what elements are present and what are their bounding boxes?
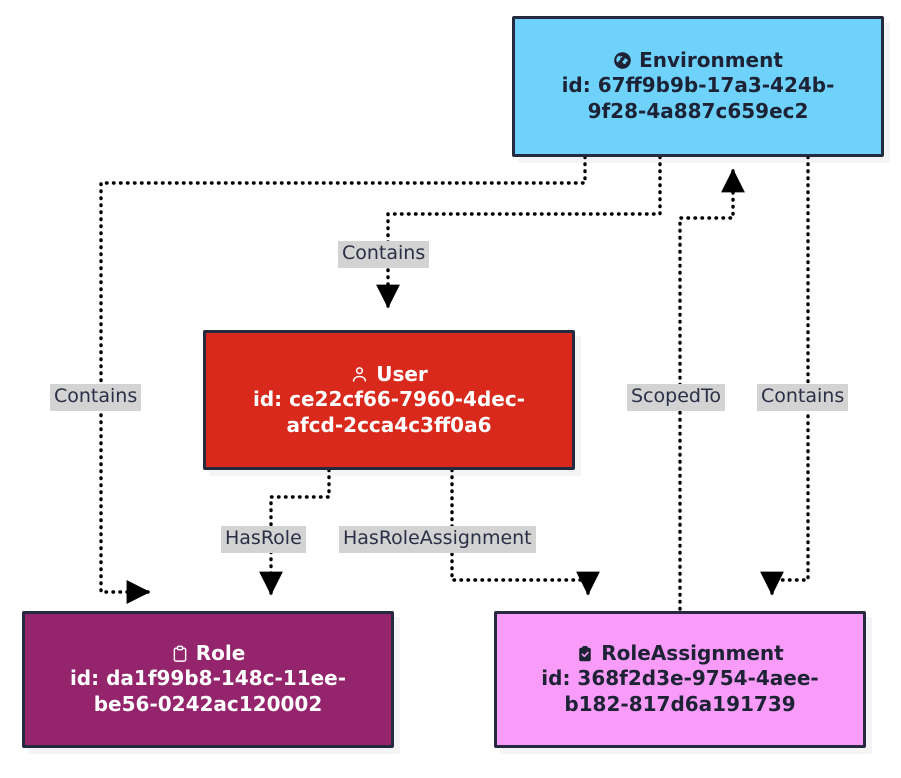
node-user-id-line2: afcd-2cca4c3ff0a6 [286, 412, 492, 437]
node-roleassignment-id-line2: b182-817d6a191739 [564, 692, 796, 716]
node-environment-label: Environment [639, 48, 783, 73]
edge-env-contains-user [386, 155, 662, 307]
node-role[interactable]: Role id: da1f99b8-148c-11ee- be56-0242ac… [22, 611, 394, 748]
node-roleassignment[interactable]: RoleAssignment id: 368f2d3e-9754-4aee- b… [494, 611, 866, 748]
node-environment-id-line1: id: 67ff9b9b-17a3-424b- [561, 73, 835, 98]
globe-icon [613, 51, 632, 70]
edge-label-ra-scopedto-env: ScopedTo [627, 384, 725, 411]
edge-label-env-contains-ra: Contains [757, 384, 849, 411]
node-role-title: Role [171, 641, 246, 666]
node-roleassignment-label: RoleAssignment [601, 641, 784, 666]
node-user-id-line1: id: ce22cf66-7960-4dec- [253, 386, 525, 411]
node-environment[interactable]: Environment id: 67ff9b9b-17a3-424b- 9f28… [512, 16, 884, 157]
node-user-label: User [376, 361, 428, 386]
person-icon [350, 365, 369, 384]
clipboard-icon [171, 645, 189, 663]
node-roleassignment-title: RoleAssignment [576, 641, 784, 666]
node-role-label: Role [195, 641, 246, 666]
node-user-title: User [350, 362, 428, 387]
node-roleassignment-id-line1: id: 368f2d3e-9754-4aee- [541, 666, 819, 691]
edge-ra-scopedto-env [678, 170, 735, 611]
edge-label-user-hasroleassignment: HasRoleAssignment [339, 526, 536, 553]
node-environment-title: Environment [613, 48, 783, 73]
node-user[interactable]: User id: ce22cf66-7960-4dec- afcd-2cca4c… [203, 330, 575, 470]
edge-label-env-contains-role: Contains [50, 384, 142, 411]
edge-env-contains-ra [770, 155, 810, 594]
node-role-id-line2: be56-0242ac120002 [93, 692, 323, 716]
edge-label-user-hasrole: HasRole [221, 526, 306, 553]
node-environment-id-line2: 9f28-4a887c659ec2 [587, 99, 809, 123]
edge-env-contains-role [99, 155, 587, 594]
clipboard-check-icon [576, 645, 594, 663]
node-role-id-line1: id: da1f99b8-148c-11ee- [69, 666, 347, 691]
edge-label-env-contains-user: Contains [338, 241, 430, 268]
